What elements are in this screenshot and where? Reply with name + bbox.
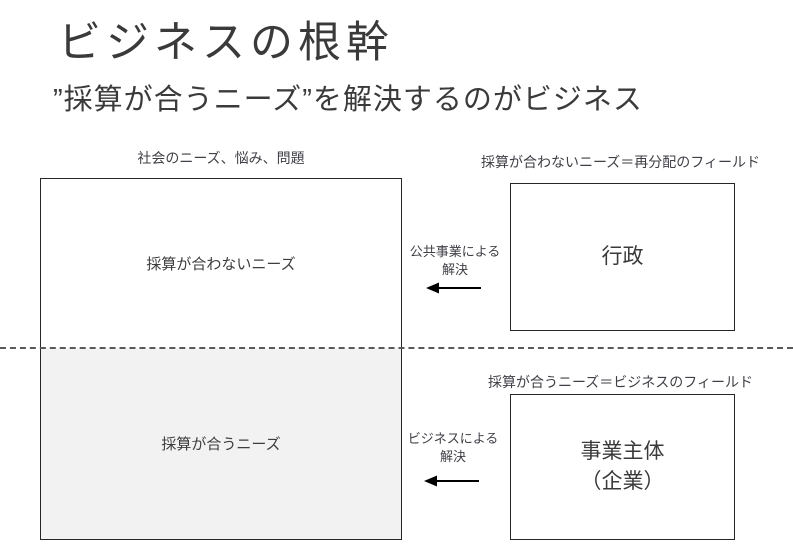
business-field-caption: 採算が合うニーズ＝ビジネスのフィールド (487, 374, 754, 390)
business-arrow-label: ビジネスによる 解決 (397, 430, 509, 466)
needs-box: 採算が合わないニーズ 採算が合うニーズ (40, 178, 402, 540)
society-needs-caption: 社会のニーズ、悩み、問題 (137, 150, 305, 166)
left-arrow-icon (424, 475, 479, 487)
public-works-arrow-label-line2: 解決 (441, 262, 468, 278)
business-entity-label-line1: 事業主体 (580, 439, 665, 463)
business-arrow-label-line1: ビジネスによる (407, 431, 499, 446)
profitable-needs-section: 採算が合うニーズ (41, 348, 401, 539)
unprofitable-needs-section: 採算が合わないニーズ (41, 179, 401, 348)
public-works-arrow-label-line1: 公共事業による (409, 244, 501, 259)
business-entity-box: 事業主体 （企業） (510, 394, 735, 540)
business-entity-label-line2: （企業） (580, 470, 665, 493)
dashed-divider-line (0, 347, 793, 349)
slide-title: ビジネスの根幹 (58, 19, 394, 67)
redistribution-field-caption: 採算が合わないニーズ＝再分配のフィールド (480, 154, 761, 170)
business-arrow-label-line2: 解決 (439, 449, 466, 465)
slide-subtitle: ”採算が合うニーズ”を解決するのがビジネス (53, 84, 643, 116)
public-works-arrow-label: 公共事業による 解決 (399, 243, 511, 279)
government-box: 行政 (510, 183, 735, 331)
unprofitable-needs-label: 採算が合わないニーズ (146, 256, 296, 273)
profitable-needs-label: 採算が合うニーズ (161, 436, 281, 453)
left-arrow-icon (426, 282, 481, 294)
government-label: 行政 (601, 244, 644, 268)
